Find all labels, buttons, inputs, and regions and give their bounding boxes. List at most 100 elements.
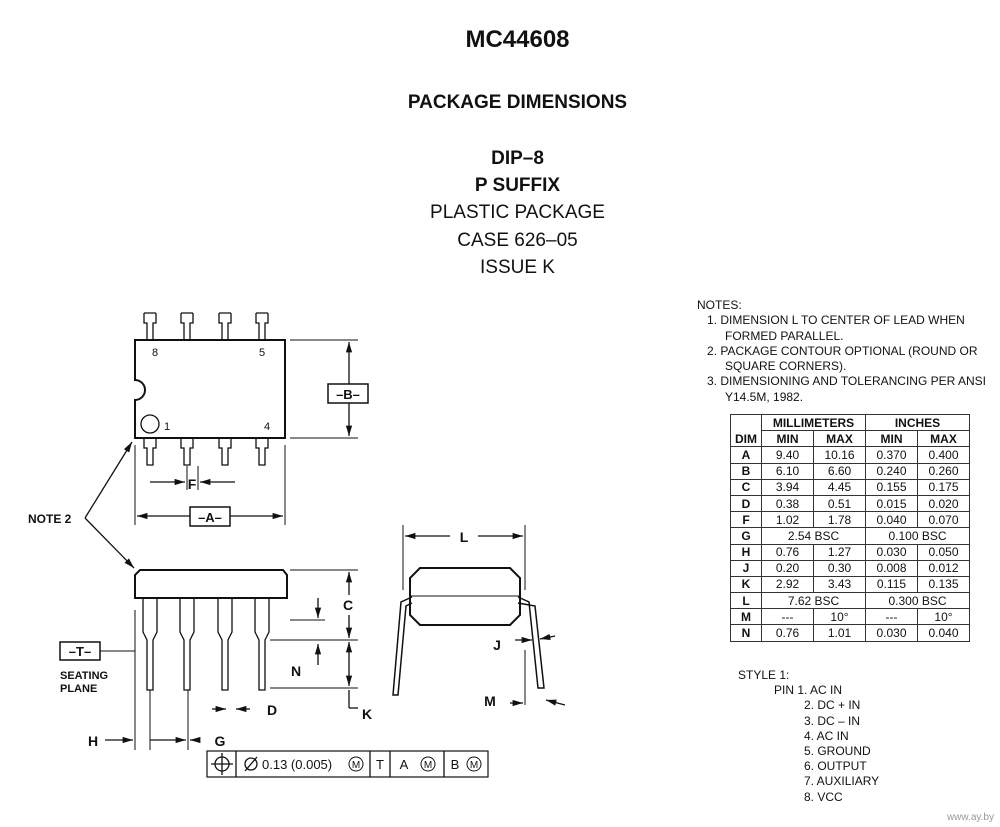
note-3: 3. DIMENSIONING AND TOLERANCING PER ANSI [697,374,986,389]
notes: NOTES: 1. DIMENSION L TO CENTER OF LEAD … [697,298,986,405]
note-1: 1. DIMENSION L TO CENTER OF LEAD WHEN [697,313,986,328]
header-max: MAX [917,430,970,448]
mmc-icon: M [424,760,432,771]
style-pin: 3. DC – IN [804,713,861,728]
note-num: 1. [707,313,718,328]
datum-ref: B [451,757,460,772]
package-material: PLASTIC PACKAGE [430,202,605,223]
cell-mm-max: 1.01 [813,624,866,642]
pin-lead [255,438,269,466]
diameter-icon [244,757,258,771]
dim-g: G [215,733,226,749]
table-row: M---10°---10° [730,608,970,626]
dim-j: J [493,637,501,653]
seating-plane-label: SEATING [60,670,108,682]
pin-lead [254,598,270,691]
pin1-marker [140,414,160,434]
datum-ref: A [400,757,409,772]
datum-t: –T– [69,644,91,659]
dim-l: L [460,529,469,545]
note-text: DIMENSIONING AND TOLERANCING PER ANSI [720,374,986,389]
cell-in-bsc: 0.100 BSC [865,527,970,545]
note2-label: NOTE 2 [28,512,72,526]
mmc-icon: M [352,760,360,771]
cell-in-min: 0.030 [865,624,918,642]
cell-in-max: 0.260 [917,462,970,480]
note-text: SQUARE CORNERS). [725,359,847,374]
dim-d: D [267,702,277,718]
watermark: www.ay.by [946,812,994,823]
top-view: 8 5 1 4 –B– F –A– [134,312,369,527]
pin-label: 5 [259,347,265,359]
pin-lead [217,598,233,691]
pin-lead [255,312,269,340]
pin-lead [218,312,232,340]
note-text: FORMED PARALLEL. [725,328,844,343]
datum-ref: T [376,757,384,772]
cell-mm-max: 10.16 [813,446,866,464]
package-issue: ISSUE K [480,257,555,278]
dim-n: N [291,663,301,679]
cell-mm-max: 0.51 [813,494,866,513]
dim-f: F [188,476,197,492]
cell-in-min: 0.015 [865,494,918,513]
cell-mm-max: 6.60 [813,462,866,480]
style-pin: 5. GROUND [804,744,871,759]
dim-c: C [343,597,353,613]
tolerance-value: 0.13 (0.005) [262,757,332,772]
page-title: MC44608 [465,26,570,53]
pin-lead [142,598,158,691]
note-text: Y14.5M, 1982. [725,389,804,404]
style-pin: PIN 1. AC IN [774,683,843,698]
dim-h: H [88,733,98,749]
dim-k: K [362,706,372,722]
pin-lead [143,312,157,340]
style-pin: 2. DC + IN [804,698,861,713]
package-suffix: P SUFFIX [474,175,561,196]
cell-in-min: 0.008 [865,559,918,577]
header-in: INCHES [865,413,970,432]
cell-mm-min: 0.76 [761,624,814,642]
style-pin: 4. AC IN [804,728,849,743]
pin-lead [143,438,157,466]
pin-lead [218,438,232,466]
cell-in-min: 0.155 [865,478,918,496]
style-pin: 8. VCC [804,789,843,804]
note-num: 2. [707,343,718,358]
pin-lead [179,598,195,691]
side-view: C K N –T– SEATING PLANE H G D [59,569,372,750]
note-num: 3. [707,374,718,389]
style-list: STYLE 1: PIN 1. AC IN 2. DC + IN 3. DC –… [738,668,879,805]
section-title: PACKAGE DIMENSIONS [407,92,628,113]
style-pin: 6. OUTPUT [804,759,867,774]
pin-label: 1 [164,421,170,433]
note-text: DIMENSION L TO CENTER OF LEAD WHEN [720,313,965,328]
cell-in-max: 0.175 [917,478,970,496]
pin-label: 4 [264,421,270,433]
cell-in-max: 0.040 [917,624,970,642]
cell-mm-max: 3.43 [813,575,866,594]
pin-lead [180,312,194,340]
cell-mm-bsc: 2.54 BSC [761,527,866,545]
cell-in-max: 10° [917,608,970,626]
pin-label: 8 [152,347,158,359]
end-view: L J M [392,525,566,709]
dim-m: M [484,693,496,709]
cell-in-max: 0.135 [917,575,970,594]
cell-in-min: 0.370 [865,446,918,464]
package-case: CASE 626–05 [457,230,578,251]
tolerance-frame: 0.13 (0.005) M T A M B M [206,750,489,778]
package-type: DIP–8 [491,148,544,169]
style-heading: STYLE 1: [738,668,790,682]
mmc-icon: M [470,760,478,771]
